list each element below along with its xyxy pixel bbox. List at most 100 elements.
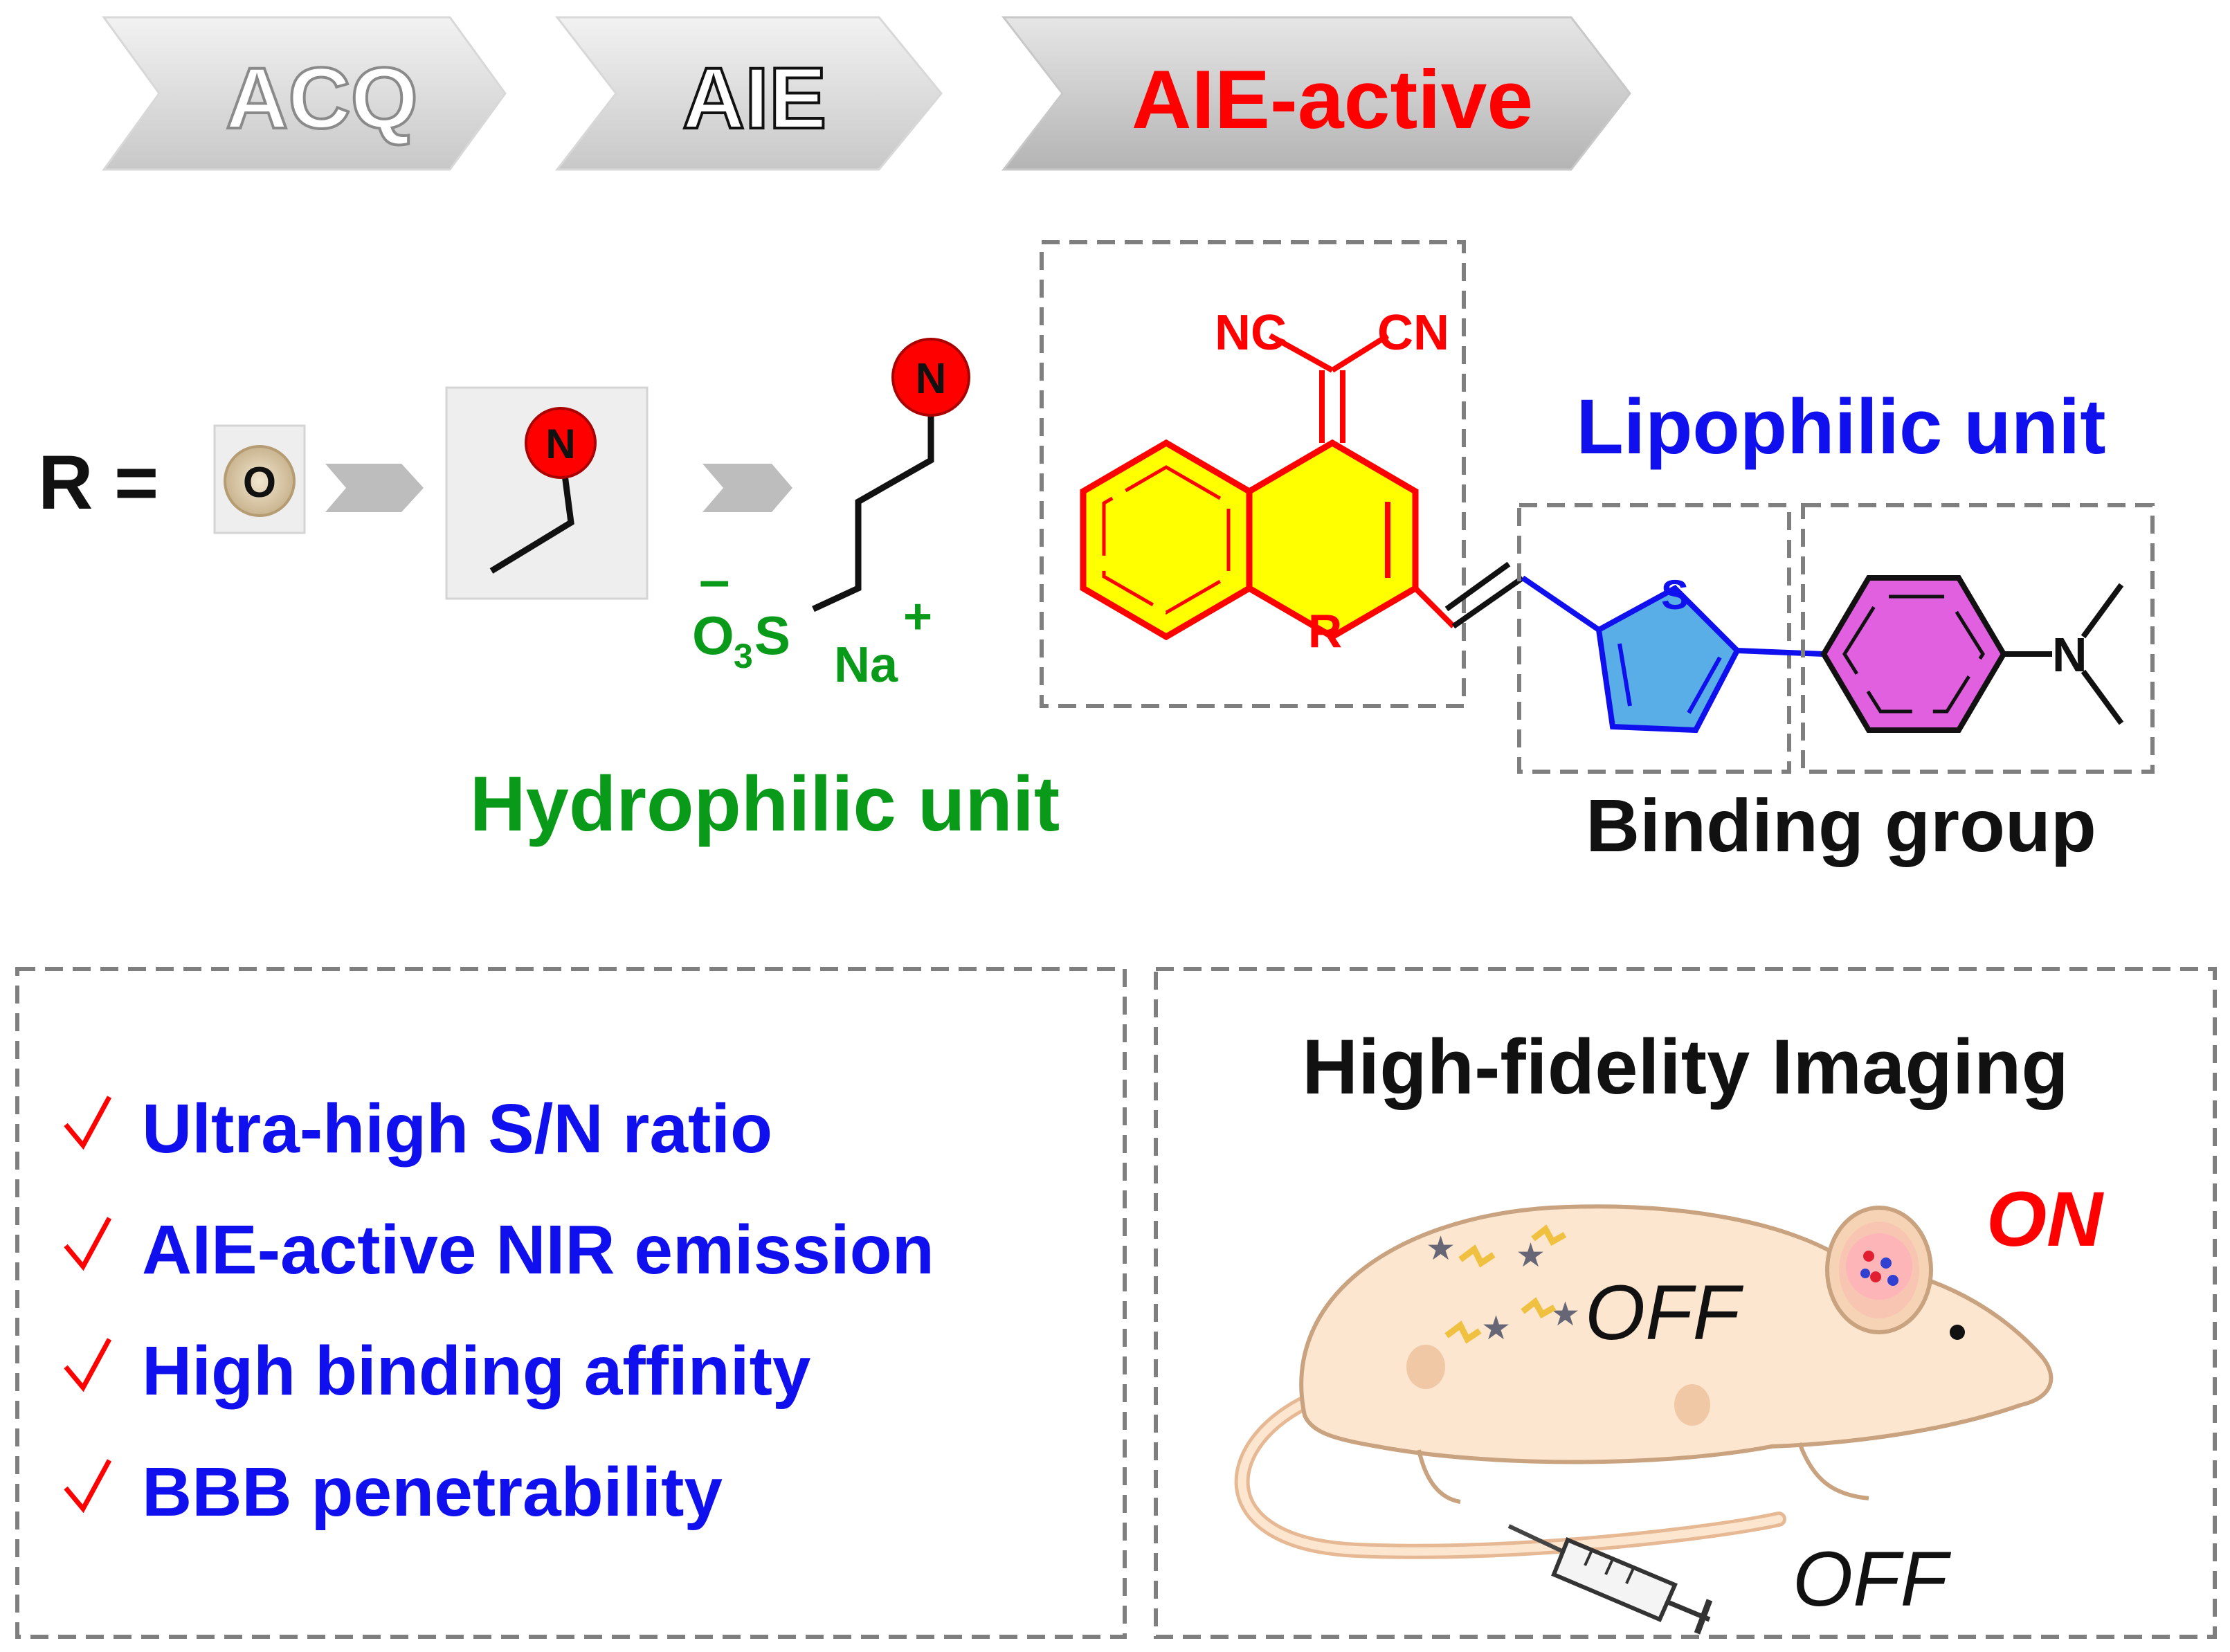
- mouse-eye-icon: [1950, 1325, 1965, 1340]
- probe-star-icon: ★: [1516, 1237, 1545, 1274]
- syringe-needle: [1507, 1524, 1569, 1556]
- syringe-tick: [1625, 1568, 1635, 1584]
- amyloid-fragment-icon: [1531, 1224, 1567, 1246]
- red-checkmark-icon: [64, 1096, 112, 1150]
- feature-text: Ultra-high S/N ratio: [142, 1090, 772, 1168]
- progression-arrows: ACQ AIE AIE-active: [102, 16, 1631, 171]
- phenyl-inner-ring: [1842, 594, 1985, 714]
- acceptor-dashed-box: [1040, 240, 1466, 708]
- chevron-aie-label: AIE: [682, 51, 826, 147]
- feature-item: Ultra-high S/N ratio: [64, 1090, 772, 1168]
- syringe-icon: [1507, 1524, 1713, 1635]
- small-arrow-1: [325, 464, 424, 512]
- chevron-aie-active: AIE-active: [1001, 16, 1631, 171]
- nc-bond: [1269, 333, 1334, 373]
- feature-item: High binding affinity: [64, 1332, 811, 1410]
- r-atom-label: R: [1308, 605, 1342, 657]
- phenyl-ring: [1820, 575, 2007, 733]
- core-section: NC CN R Lipophilic unit S N Binding grou…: [1040, 240, 2155, 867]
- nitrogen-atom-mid-label: N: [545, 421, 575, 467]
- syringe-barrel: [1551, 1537, 1678, 1622]
- brain-signal-icon: [1846, 1233, 1912, 1300]
- methyl-bond-up: [2081, 583, 2124, 639]
- small-arrow-2: [702, 464, 792, 512]
- probe-star-icon: ★: [1481, 1310, 1511, 1347]
- sulfonate-o: O: [692, 605, 734, 666]
- amyloid-fragment-icon: [1444, 1320, 1482, 1344]
- benzene-inner-ring: [1102, 465, 1231, 615]
- oxygen-atom-label: O: [243, 459, 276, 507]
- mouse-tail-inner: [1238, 1394, 1783, 1556]
- amyloid-fragment-icon: [1458, 1244, 1496, 1268]
- on-state-label: ON: [1986, 1176, 2104, 1262]
- feature-item: BBB penetrability: [64, 1453, 723, 1531]
- mouse-thigh: [1406, 1345, 1445, 1389]
- sulfonate-s: S: [754, 605, 790, 666]
- imaging-title: High-fidelity Imaging: [1302, 1024, 2069, 1110]
- mouse-shoulder: [1674, 1384, 1710, 1426]
- imaging-box: High-fidelity Imaging ★ ★ ★ ★: [1154, 967, 2217, 1639]
- sulfonate-charge: –: [699, 549, 730, 610]
- probe-star-icon: ★: [1550, 1296, 1580, 1333]
- feature-text: BBB penetrability: [142, 1453, 723, 1531]
- sulfonate-subscript: 3: [734, 637, 753, 675]
- chevron-aie: AIE: [554, 16, 943, 171]
- r-equals-label: R =: [38, 440, 158, 525]
- nitrogen-atom-mid-icon: [525, 407, 597, 479]
- brain-dot: [1887, 1275, 1898, 1286]
- hydrophilic-unit-label: Hydrophilic unit: [470, 761, 1060, 847]
- brain-dot: [1870, 1271, 1881, 1282]
- vinyl-red-bond: [1413, 586, 1456, 628]
- nitrogen-atom-top-label: N: [916, 355, 947, 403]
- nc-label: NC: [1215, 305, 1287, 361]
- chevron-acq-label: ACQ: [226, 51, 418, 147]
- binding-group-label: Binding group: [1586, 783, 2096, 867]
- thiophene-dashed-box: [1517, 503, 1791, 774]
- r-group-section: R = O N N – O 3 S Na + Hydrophilic unit: [38, 338, 1060, 847]
- amine-n-label: N: [2052, 628, 2087, 682]
- features-box: Ultra-high S/N ratio AIE-active NIR emis…: [15, 967, 1127, 1639]
- benzene-ring: [1080, 439, 1253, 641]
- amyloid-fragment-icon: [1521, 1297, 1557, 1319]
- red-checkmark-icon: [64, 1459, 112, 1514]
- vinyl-double-bond-b: [1444, 561, 1511, 612]
- sulfonate-chain-bonds: [812, 374, 934, 612]
- feature-text: AIE-active NIR emission: [142, 1211, 934, 1289]
- probe-star-icon: ★: [1426, 1231, 1456, 1267]
- red-checkmark-icon: [64, 1217, 112, 1271]
- brain-dot: [1863, 1251, 1874, 1262]
- thiophene-s-label: S: [1661, 572, 1689, 618]
- red-checkmark-icon: [64, 1338, 112, 1392]
- chevron-acq: ACQ: [102, 16, 507, 171]
- thiophene-ring: [1595, 585, 1741, 734]
- brain-dot: [1880, 1258, 1892, 1269]
- cn-bond: [1330, 333, 1390, 373]
- thiophene-right-bond: [1737, 648, 1824, 657]
- nitrogen-atom-top-icon: [891, 338, 970, 417]
- mouse-back-leg: [1417, 1449, 1461, 1504]
- sodium-label: Na: [834, 637, 898, 693]
- imaging-dashed-border: [1154, 967, 2217, 1639]
- mouse-front-leg: [1797, 1442, 1869, 1500]
- feature-item: AIE-active NIR emission: [64, 1211, 934, 1289]
- brain-dot: [1860, 1269, 1870, 1278]
- phenyl-dashed-box: [1801, 503, 2155, 774]
- cn-label: CN: [1377, 305, 1449, 361]
- off-tail-label: OFF: [1793, 1536, 1952, 1622]
- feature-text: High binding affinity: [142, 1332, 811, 1410]
- methyl-bond-down: [2081, 669, 2124, 725]
- syringe-tick: [1584, 1550, 1593, 1566]
- off-body-label: OFF: [1585, 1269, 1744, 1356]
- features-dashed-border: [15, 967, 1127, 1639]
- sodium-charge: +: [903, 589, 932, 644]
- thiophene-double-1: [1617, 643, 1632, 707]
- vinyl-double-bond-a: [1451, 575, 1525, 629]
- syringe-tick: [1604, 1559, 1614, 1575]
- mouse-illustration-icon: ★ ★ ★ ★: [1234, 1204, 2054, 1559]
- thiophene-left-bond: [1521, 575, 1601, 633]
- thiophene-double-2: [1687, 656, 1722, 714]
- chevron-aie-active-label: AIE-active: [1132, 53, 1533, 146]
- syringe-plunger-head: [1694, 1599, 1713, 1635]
- oxygen-atom-icon: [224, 445, 296, 517]
